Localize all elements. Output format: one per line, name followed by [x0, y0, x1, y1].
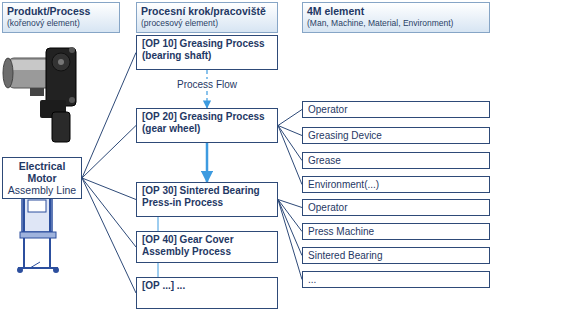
tree-link: [278, 110, 302, 126]
tree-link: [278, 200, 302, 280]
process-flow-arrow: [158, 217, 159, 231]
4m-element-box: ...: [302, 271, 490, 288]
box-title: Procesní krok/pracoviště: [141, 5, 273, 18]
4m-element-box: Operator: [302, 199, 490, 216]
process-step-box: [OP 10] Greasing Process (bearing shaft): [136, 35, 278, 70]
4m-element-box: Sintered Bearing: [302, 247, 490, 264]
column-header: Produkt/Process(kořenový element): [2, 2, 120, 33]
box-subtitle: (Man, Machine, Material, Environment): [307, 18, 485, 29]
4m-element-box: Operator: [302, 101, 490, 118]
box-subtitle: (procesový element): [141, 18, 273, 29]
box-title: Operator: [308, 201, 484, 214]
tree-link: [82, 178, 136, 293]
process-step-box: [OP 30] Sintered Bearing Press-in Proces…: [136, 182, 278, 217]
electric-motor-illustration: [3, 47, 76, 142]
box-subtitle: (kořenový element): [7, 18, 115, 29]
box-title: Sintered Bearing: [308, 249, 484, 262]
process-step-box: [OP 20] Greasing Process (gear wheel): [136, 108, 278, 143]
process-step-box: [OP 40] Gear Cover Assembly Process: [136, 231, 278, 263]
edge-label: Process Flow: [175, 79, 239, 91]
product-box: Electrical MotorAssembly Line: [2, 157, 82, 199]
tree-link: [278, 200, 302, 256]
box-title: 4M element: [307, 5, 485, 18]
column-header: 4M element(Man, Machine, Material, Envir…: [302, 2, 490, 33]
column-header: Procesní krok/pracoviště(procesový eleme…: [136, 2, 278, 33]
box-title: Produkt/Process: [7, 5, 115, 18]
4m-element-box: Environment(...): [302, 176, 490, 193]
tree-link: [278, 126, 302, 185]
tree-link: [82, 126, 136, 179]
box-title: [OP 20] Greasing Process (gear wheel): [142, 111, 272, 135]
box-title: [OP 10] Greasing Process (bearing shaft): [142, 38, 272, 62]
4m-element-box: Press Machine: [302, 223, 490, 240]
box-subtitle: Assembly Line: [6, 184, 78, 196]
box-title: Greasing Device: [308, 129, 484, 142]
4m-element-box: Grease: [302, 152, 490, 169]
box-title: Environment(...): [308, 178, 484, 191]
box-title: Press Machine: [308, 225, 484, 238]
box-title: Electrical Motor: [6, 160, 78, 184]
process-flow-arrow: [158, 263, 159, 277]
tree-link: [82, 53, 136, 179]
box-title: Grease: [308, 154, 484, 167]
box-title: [OP 30] Sintered Bearing Press-in Proces…: [142, 185, 272, 209]
box-title: ...: [308, 273, 484, 286]
box-title: Operator: [308, 103, 484, 116]
4m-element-box: Greasing Device: [302, 127, 490, 144]
box-title: [OP ...] ...: [142, 280, 272, 292]
box-title: [OP 40] Gear Cover Assembly Process: [142, 234, 272, 258]
process-flow-arrow: [206, 143, 209, 182]
process-step-box: [OP ...] ...: [136, 277, 278, 309]
workstation-illustration: [18, 192, 58, 272]
